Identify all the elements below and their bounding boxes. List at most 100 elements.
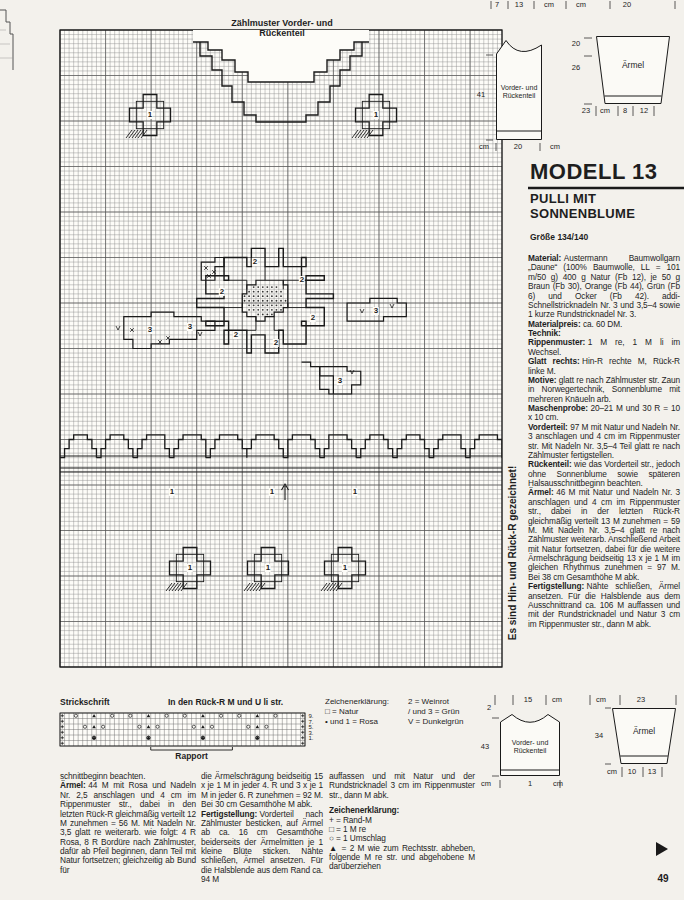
yarn-over-symbol bbox=[192, 725, 195, 728]
chart-colour-number: 1 bbox=[269, 488, 275, 496]
yarn-over-symbol bbox=[74, 714, 277, 739]
paragraph: Vorderteil:97 M mit Natur und Nadeln Nr.… bbox=[528, 423, 680, 461]
centre-dots bbox=[266, 313, 268, 315]
chart-colour-number: 2 bbox=[219, 288, 225, 296]
centre-dots bbox=[257, 300, 259, 302]
yarn-over-symbol bbox=[210, 725, 213, 728]
small-flower bbox=[176, 554, 203, 581]
small-flower bbox=[126, 94, 171, 138]
chart-note: Es sind Hin- und Rück-R gezeichnet! bbox=[507, 466, 518, 640]
section-heading: Materialpreis: bbox=[528, 319, 581, 329]
row-number: 3. bbox=[308, 730, 313, 736]
small-flower bbox=[355, 94, 396, 135]
chart-title: Zählmuster Vorder- und Rückenteil bbox=[226, 18, 338, 39]
paragraph: Glatt rechts:Hin-R rechte M, Rück-R link… bbox=[528, 357, 680, 376]
piece-outline bbox=[501, 715, 560, 776]
back-neckline bbox=[193, 42, 369, 82]
dimension-label: 15 bbox=[524, 696, 532, 704]
section-heading: Vorderteil: bbox=[528, 422, 568, 432]
centre-dots bbox=[257, 304, 259, 306]
dimension-label: 13 bbox=[648, 768, 656, 776]
paragraph: ▲ = 2 M wie zum Rechtsstr. abheben, folg… bbox=[329, 844, 475, 872]
centre-dots bbox=[271, 300, 273, 302]
paragraph: Rippenmuster:1 M re, 1 M li im Wechsel. bbox=[528, 338, 680, 357]
dimension-label: 8 bbox=[623, 107, 627, 115]
dimension-label: 43 bbox=[481, 743, 489, 751]
leaf-hatching bbox=[126, 130, 147, 138]
pattern-piece: Ärmel bbox=[612, 708, 676, 764]
centre-dots bbox=[271, 304, 273, 306]
dimension-label: 23 bbox=[582, 107, 590, 115]
yarn-over-symbol bbox=[256, 736, 259, 739]
chart-heading: In den Rück-R M und U li str. bbox=[168, 698, 283, 707]
stitch-chart bbox=[60, 713, 305, 750]
small-flower bbox=[169, 547, 210, 588]
piece-outline bbox=[613, 709, 676, 764]
yarn-over-symbol bbox=[74, 714, 77, 717]
centre-dots bbox=[280, 304, 282, 306]
centre-dots bbox=[266, 300, 268, 302]
chart-colour-number: 1 bbox=[373, 111, 379, 119]
dimension-label: cm bbox=[553, 780, 563, 788]
centre-dots bbox=[266, 304, 268, 306]
centre-dots bbox=[253, 286, 255, 288]
centre-dots bbox=[285, 300, 287, 302]
chart-colour-number: 1 bbox=[147, 111, 153, 119]
dimension-label: 7 bbox=[495, 1, 499, 9]
yarn-over-symbol bbox=[201, 736, 204, 739]
centre-dots bbox=[262, 313, 264, 315]
leaf-hatching bbox=[321, 583, 342, 591]
small-flower bbox=[331, 554, 358, 581]
small-flower bbox=[362, 101, 389, 128]
chart-colour-number: 2 bbox=[273, 339, 279, 347]
centre-dots bbox=[244, 286, 287, 315]
chart-colour-number: 1 bbox=[169, 488, 175, 496]
centre-dots bbox=[266, 295, 268, 297]
section-heading: Ärmel: bbox=[60, 780, 86, 790]
dimension-label: cm bbox=[552, 696, 562, 704]
chart-frame bbox=[60, 30, 502, 667]
small-flower bbox=[244, 547, 289, 591]
centre-dots bbox=[280, 309, 282, 311]
dimension-label: cm bbox=[576, 1, 586, 9]
small-flower bbox=[254, 554, 281, 581]
row-number: 5. bbox=[308, 724, 313, 730]
section-heading: Rückenteil: bbox=[528, 459, 572, 469]
dimension-label: cm bbox=[550, 143, 560, 151]
paragraph: Zeichenerklärung: bbox=[329, 806, 475, 815]
dimension-label: 20 bbox=[572, 40, 580, 48]
centre-dots bbox=[248, 309, 250, 311]
stitch-chart bbox=[60, 713, 305, 746]
leaf-outline bbox=[320, 367, 361, 394]
front-neckline bbox=[200, 42, 362, 122]
knitting-chart bbox=[60, 30, 502, 667]
centre-dots bbox=[266, 291, 268, 293]
pattern-piece: Vorder- und Rückenteil bbox=[496, 40, 542, 140]
chart-colour-number: 3 bbox=[373, 307, 379, 315]
dimension-label: cm bbox=[600, 107, 610, 115]
yarn-over-symbol bbox=[147, 736, 150, 739]
text-column: Material:Austermann Baumwollgarn „Daune“… bbox=[528, 254, 680, 629]
chart-colour-number: 1 bbox=[352, 488, 358, 496]
centre-dots bbox=[280, 300, 282, 302]
dimension-label: 20 bbox=[623, 1, 631, 9]
chart-colour-number: 3 bbox=[147, 326, 153, 334]
chart-colour-number: 2 bbox=[310, 314, 316, 322]
dimension-label: cm bbox=[481, 780, 491, 788]
yarn-over-symbol bbox=[201, 736, 204, 739]
edge-stitch-symbol bbox=[61, 714, 305, 745]
sunflower-centre bbox=[242, 280, 288, 321]
fence-border bbox=[60, 456, 502, 472]
legend-entry: / und 3 = Grün bbox=[408, 708, 459, 717]
previous-page-edge bbox=[0, 10, 13, 70]
size-label: Größe 134/140 bbox=[530, 233, 588, 242]
instruction-text: Vorderteil nach Zählmuster besticken, au… bbox=[201, 809, 323, 885]
chart-colour-number: 2 bbox=[299, 276, 305, 284]
centre-dots bbox=[271, 291, 273, 293]
centre-dots bbox=[257, 309, 259, 311]
yarn-over-symbol bbox=[129, 714, 132, 717]
small-flower bbox=[321, 547, 366, 591]
chart-colour-number: 1 bbox=[342, 564, 348, 572]
